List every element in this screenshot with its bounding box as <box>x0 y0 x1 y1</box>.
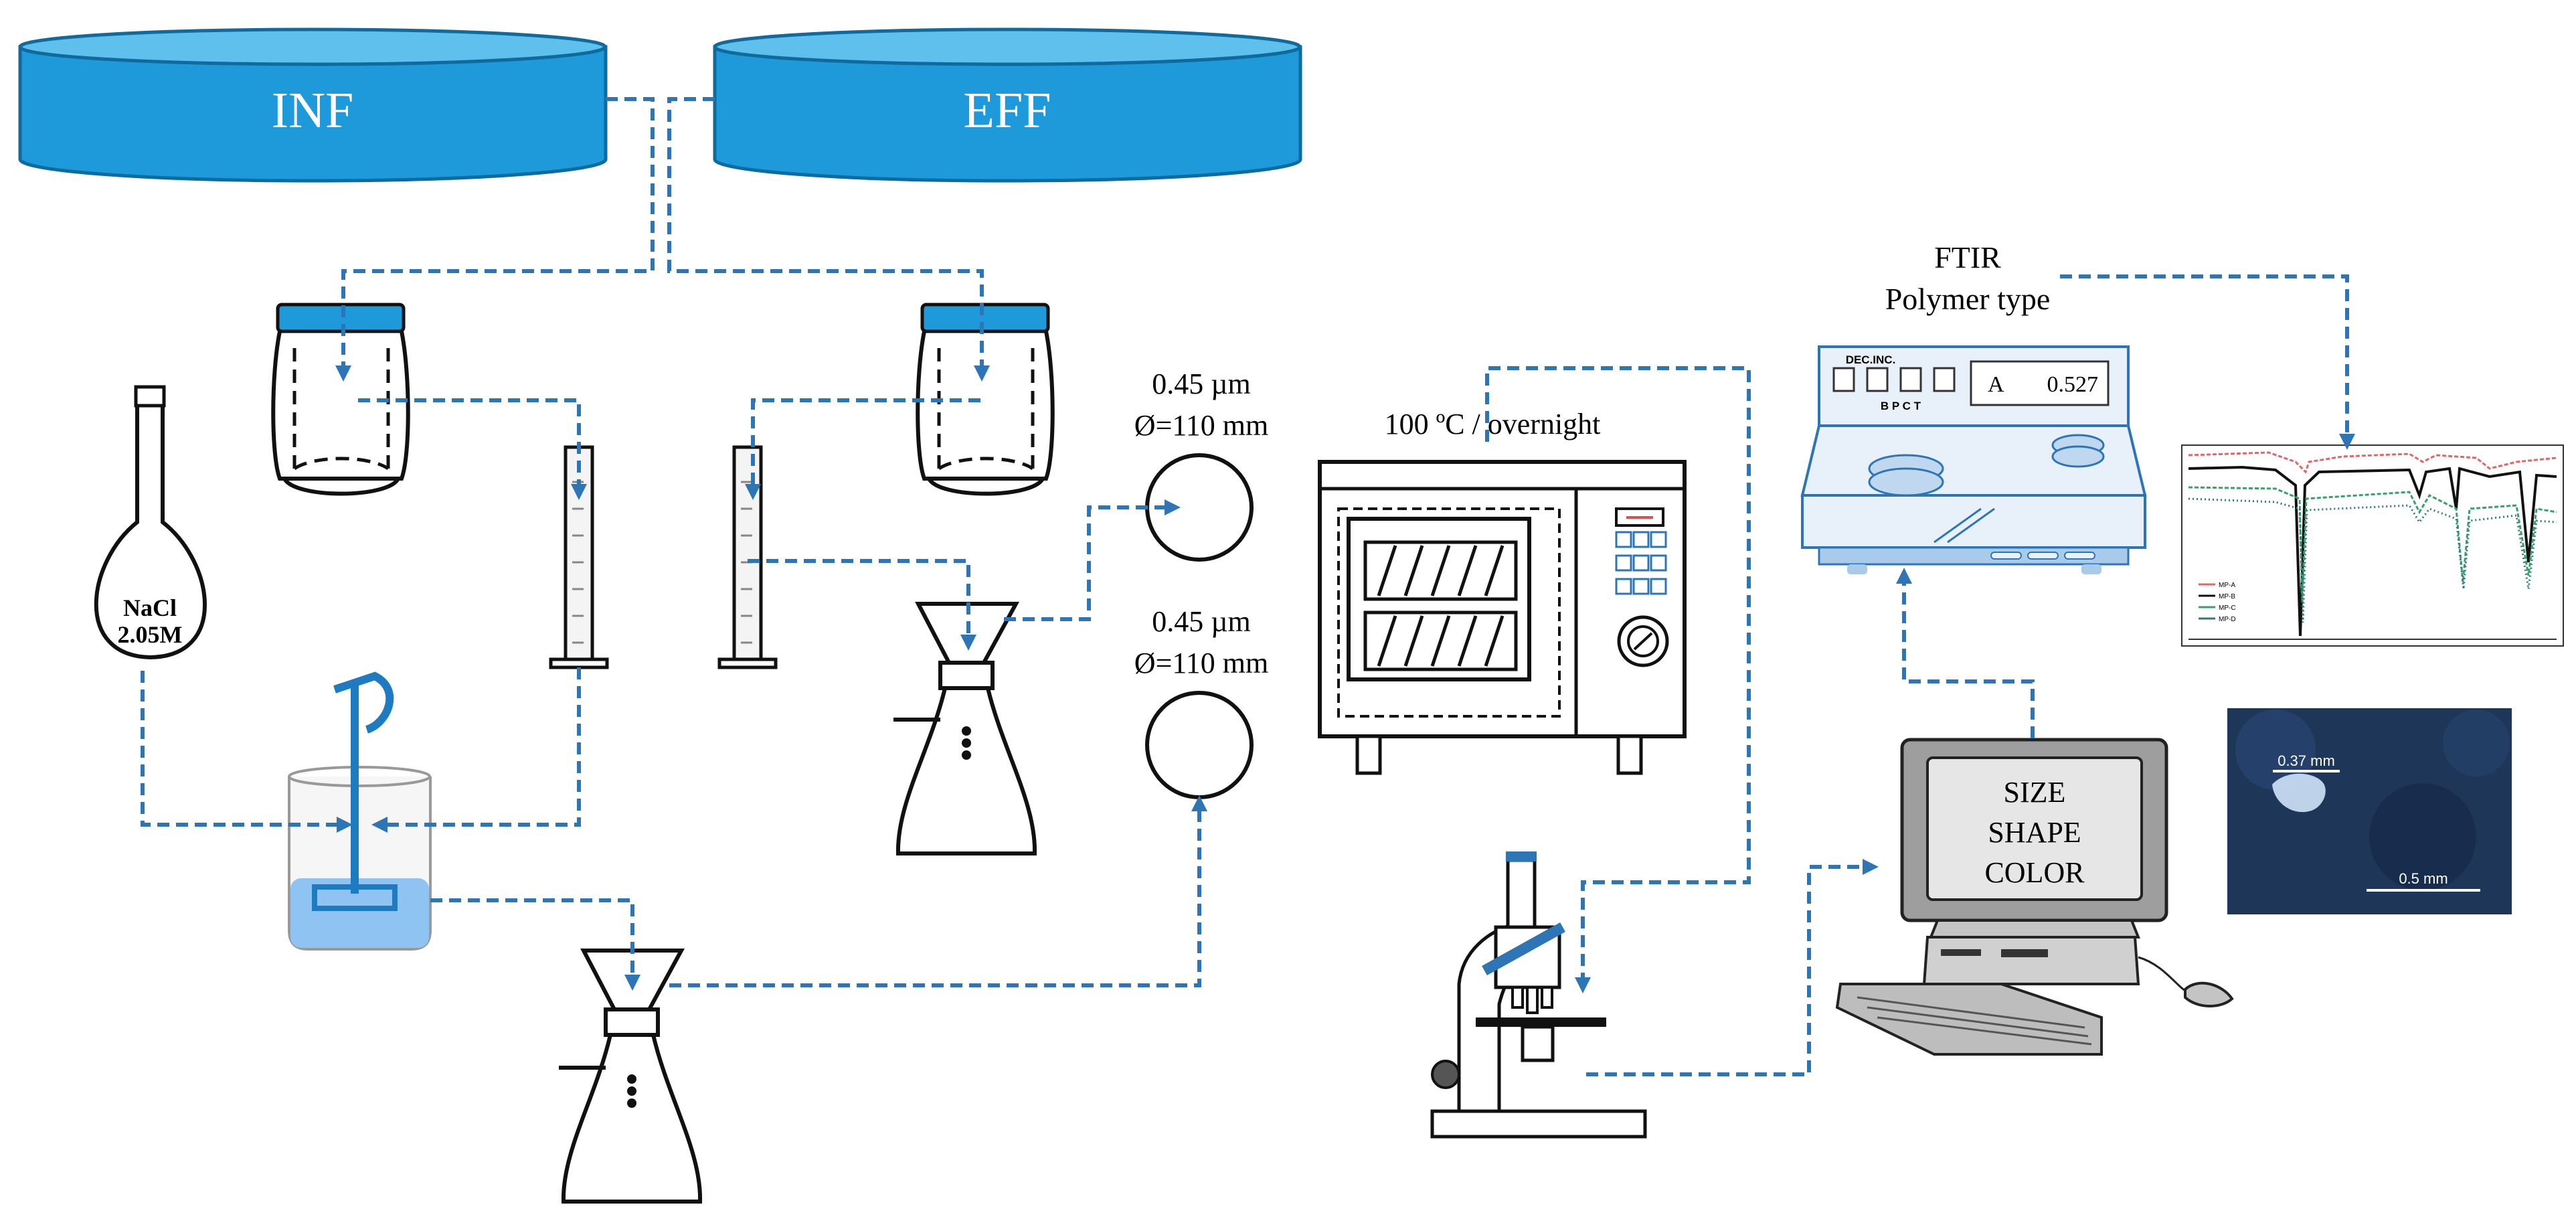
sample-jar-effluent <box>916 303 1055 496</box>
sample-jar-influent <box>271 303 410 496</box>
flow-filtration-to-filter-bottom <box>669 795 1207 987</box>
flow-filtration-to-filter-top <box>1004 499 1181 621</box>
stereo-microscope <box>1430 851 1647 1139</box>
flask-reagent: NaCl <box>123 594 177 621</box>
computer-line-shape: SHAPE <box>1988 816 2081 849</box>
filter-membrane-bottom: 0.45 µm Ø=110 mm <box>1134 605 1268 799</box>
flow-inf-to-jar <box>335 97 655 382</box>
computer-line-size: SIZE <box>2004 776 2066 809</box>
volumetric-flask: NaCl 2.05M <box>94 385 207 660</box>
flow-ftir-to-spectrum <box>2060 274 2355 450</box>
spectrum-line-mp-a <box>2188 451 2557 474</box>
ftir-title: FTIR <box>1934 240 2001 274</box>
effluent-label: EFF <box>964 82 1051 139</box>
flow-cylinder-to-beaker <box>371 667 581 833</box>
oven-condition: 100 ºC / overnight <box>1385 408 1601 440</box>
effluent-tank: EFF <box>713 27 1302 183</box>
flow-jar-to-cylinder-left <box>745 398 980 500</box>
ftir-spectrometer: FTIR Polymer type DEC.INC. B P C T A 0.5… <box>1800 240 2147 574</box>
ftir-display-value: 0.527 <box>2047 372 2099 397</box>
computer-workstation: SIZE SHAPE COLOR <box>1835 738 2234 1056</box>
flow-eff-to-jar <box>667 97 990 382</box>
filter-top-diameter: Ø=110 mm <box>1134 409 1268 442</box>
drying-oven: 100 ºC / overnight <box>1318 408 1687 775</box>
flow-oven-to-microscope <box>1485 366 1751 993</box>
legend-label-mp-b: MP-B <box>2219 593 2235 600</box>
filter-bottom-diameter: Ø=110 mm <box>1134 647 1268 679</box>
flow-microscope-to-computer <box>1586 859 1879 1076</box>
ftir-display-mode: A <box>1988 372 2004 397</box>
legend-label-mp-d: MP-D <box>2219 616 2236 623</box>
beaker-with-stirrer <box>288 671 432 951</box>
flow-jar-to-cylinder-right <box>358 398 587 500</box>
ftir-panel-sub: B P C T <box>1881 400 1921 412</box>
influent-label: INF <box>272 82 353 139</box>
filter-bottom-pore-size: 0.45 µm <box>1152 605 1251 638</box>
flow-computer-to-ftir <box>1896 568 2035 738</box>
ftir-spectrum-plot: MP-A MP-B MP-C MP-D <box>2181 444 2564 647</box>
legend-label-mp-c: MP-C <box>2219 604 2236 612</box>
flow-flask-to-beaker <box>141 671 353 833</box>
legend-label-mp-a: MP-A <box>2219 582 2235 589</box>
filter-membrane-top: 0.45 µm Ø=110 mm <box>1134 367 1268 562</box>
flow-connectors <box>141 97 2355 1076</box>
particle-micrograph: 0.37 mm 0.5 mm <box>2227 708 2512 914</box>
flow-beaker-to-filtration-bottom <box>430 898 640 991</box>
ftir-subtitle: Polymer type <box>1885 282 2051 316</box>
spectrum-legend: MP-A MP-B MP-C MP-D <box>2199 582 2236 623</box>
filtration-flask-top <box>893 602 1037 855</box>
computer-line-color: COLOR <box>1984 856 2085 889</box>
micrograph-particle-label: 0.37 mm <box>2278 752 2335 769</box>
flask-concentration: 2.05M <box>118 621 183 648</box>
influent-tank: INF <box>18 27 608 183</box>
filtration-flask-bottom <box>559 949 703 1204</box>
graduated-cylinder-left <box>717 445 778 669</box>
ftir-panel-brand: DEC.INC. <box>1846 353 1896 366</box>
filter-top-pore-size: 0.45 µm <box>1152 367 1251 400</box>
spectrum-line-mp-b <box>2188 465 2557 637</box>
micrograph-scale-label: 0.5 mm <box>2399 870 2448 887</box>
